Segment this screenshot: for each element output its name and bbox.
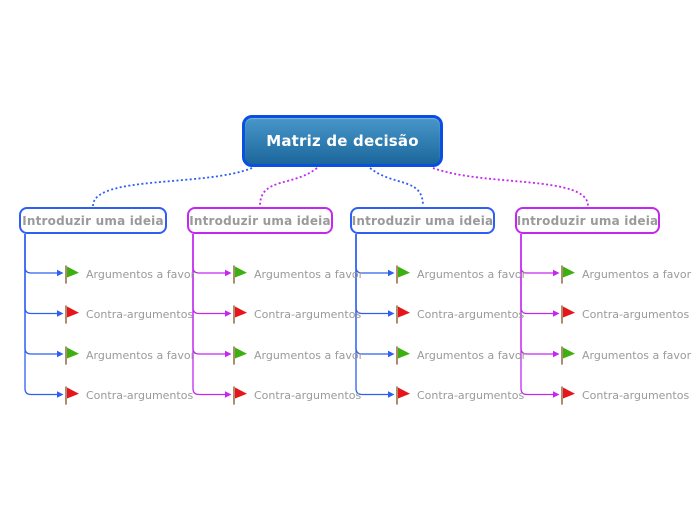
argument-pro-item[interactable]: Argumentos a favor xyxy=(63,344,195,366)
branch-column-3: Introduzir uma ideia Argumentos a favor … xyxy=(350,207,526,417)
argument-con-item[interactable]: Contra-argumentos xyxy=(231,384,361,406)
green-flag-icon xyxy=(559,264,576,284)
argument-pro-item[interactable]: Argumentos a favor xyxy=(394,263,526,285)
branch-column-4: Introduzir uma ideia Argumentos a favor … xyxy=(515,207,691,417)
green-flag-icon xyxy=(394,345,411,365)
argument-con-item[interactable]: Contra-argumentos xyxy=(63,384,193,406)
idea-node-label: Introduzir uma ideia xyxy=(22,213,164,228)
red-flag-icon xyxy=(394,304,411,324)
argument-pro-item[interactable]: Argumentos a favor xyxy=(394,344,526,366)
green-flag-icon xyxy=(231,345,248,365)
branch-column-2: Introduzir uma ideia Argumentos a favor … xyxy=(187,207,363,417)
item-label: Argumentos a favor xyxy=(86,267,196,281)
item-label: Argumentos a favor xyxy=(86,348,196,362)
green-flag-icon xyxy=(63,264,80,284)
item-label: Argumentos a favor xyxy=(417,348,527,362)
idea-node[interactable]: Introduzir uma ideia xyxy=(350,207,495,234)
item-label: Contra-argumentos xyxy=(86,388,194,402)
root-node[interactable]: Matriz de decisão xyxy=(242,115,443,167)
red-flag-icon xyxy=(559,385,576,405)
argument-pro-item[interactable]: Argumentos a favor xyxy=(231,263,363,285)
item-label: Argumentos a favor xyxy=(254,348,364,362)
item-label: Contra-argumentos xyxy=(582,307,690,321)
green-flag-icon xyxy=(559,345,576,365)
item-label: Argumentos a favor xyxy=(582,348,692,362)
green-flag-icon xyxy=(63,345,80,365)
idea-node[interactable]: Introduzir uma ideia xyxy=(187,207,333,234)
red-flag-icon xyxy=(394,385,411,405)
idea-node-label: Introduzir uma ideia xyxy=(516,213,659,228)
idea-node[interactable]: Introduzir uma ideia xyxy=(19,207,167,234)
item-label: Contra-argumentos xyxy=(417,307,525,321)
item-label: Contra-argumentos xyxy=(254,307,362,321)
argument-pro-item[interactable]: Argumentos a favor xyxy=(559,344,691,366)
idea-node-label: Introduzir uma ideia xyxy=(189,213,331,228)
item-label: Contra-argumentos xyxy=(417,388,525,402)
branch-column-1: Introduzir uma ideia Argumentos a favor … xyxy=(19,207,195,417)
item-label: Contra-argumentos xyxy=(254,388,362,402)
item-label: Contra-argumentos xyxy=(582,388,690,402)
item-label: Argumentos a favor xyxy=(417,267,527,281)
argument-con-item[interactable]: Contra-argumentos xyxy=(559,303,689,325)
red-flag-icon xyxy=(63,385,80,405)
argument-con-item[interactable]: Contra-argumentos xyxy=(559,384,689,406)
red-flag-icon xyxy=(231,385,248,405)
argument-con-item[interactable]: Contra-argumentos xyxy=(394,303,524,325)
red-flag-icon xyxy=(63,304,80,324)
item-label: Contra-argumentos xyxy=(86,307,194,321)
item-label: Argumentos a favor xyxy=(254,267,364,281)
idea-node[interactable]: Introduzir uma ideia xyxy=(515,207,660,234)
green-flag-icon xyxy=(231,264,248,284)
argument-con-item[interactable]: Contra-argumentos xyxy=(394,384,524,406)
argument-pro-item[interactable]: Argumentos a favor xyxy=(63,263,195,285)
argument-con-item[interactable]: Contra-argumentos xyxy=(231,303,361,325)
root-node-label: Matriz de decisão xyxy=(266,132,419,150)
argument-con-item[interactable]: Contra-argumentos xyxy=(63,303,193,325)
item-label: Argumentos a favor xyxy=(582,267,692,281)
argument-pro-item[interactable]: Argumentos a favor xyxy=(231,344,363,366)
argument-pro-item[interactable]: Argumentos a favor xyxy=(559,263,691,285)
green-flag-icon xyxy=(394,264,411,284)
idea-node-label: Introduzir uma ideia xyxy=(351,213,494,228)
red-flag-icon xyxy=(559,304,576,324)
red-flag-icon xyxy=(231,304,248,324)
